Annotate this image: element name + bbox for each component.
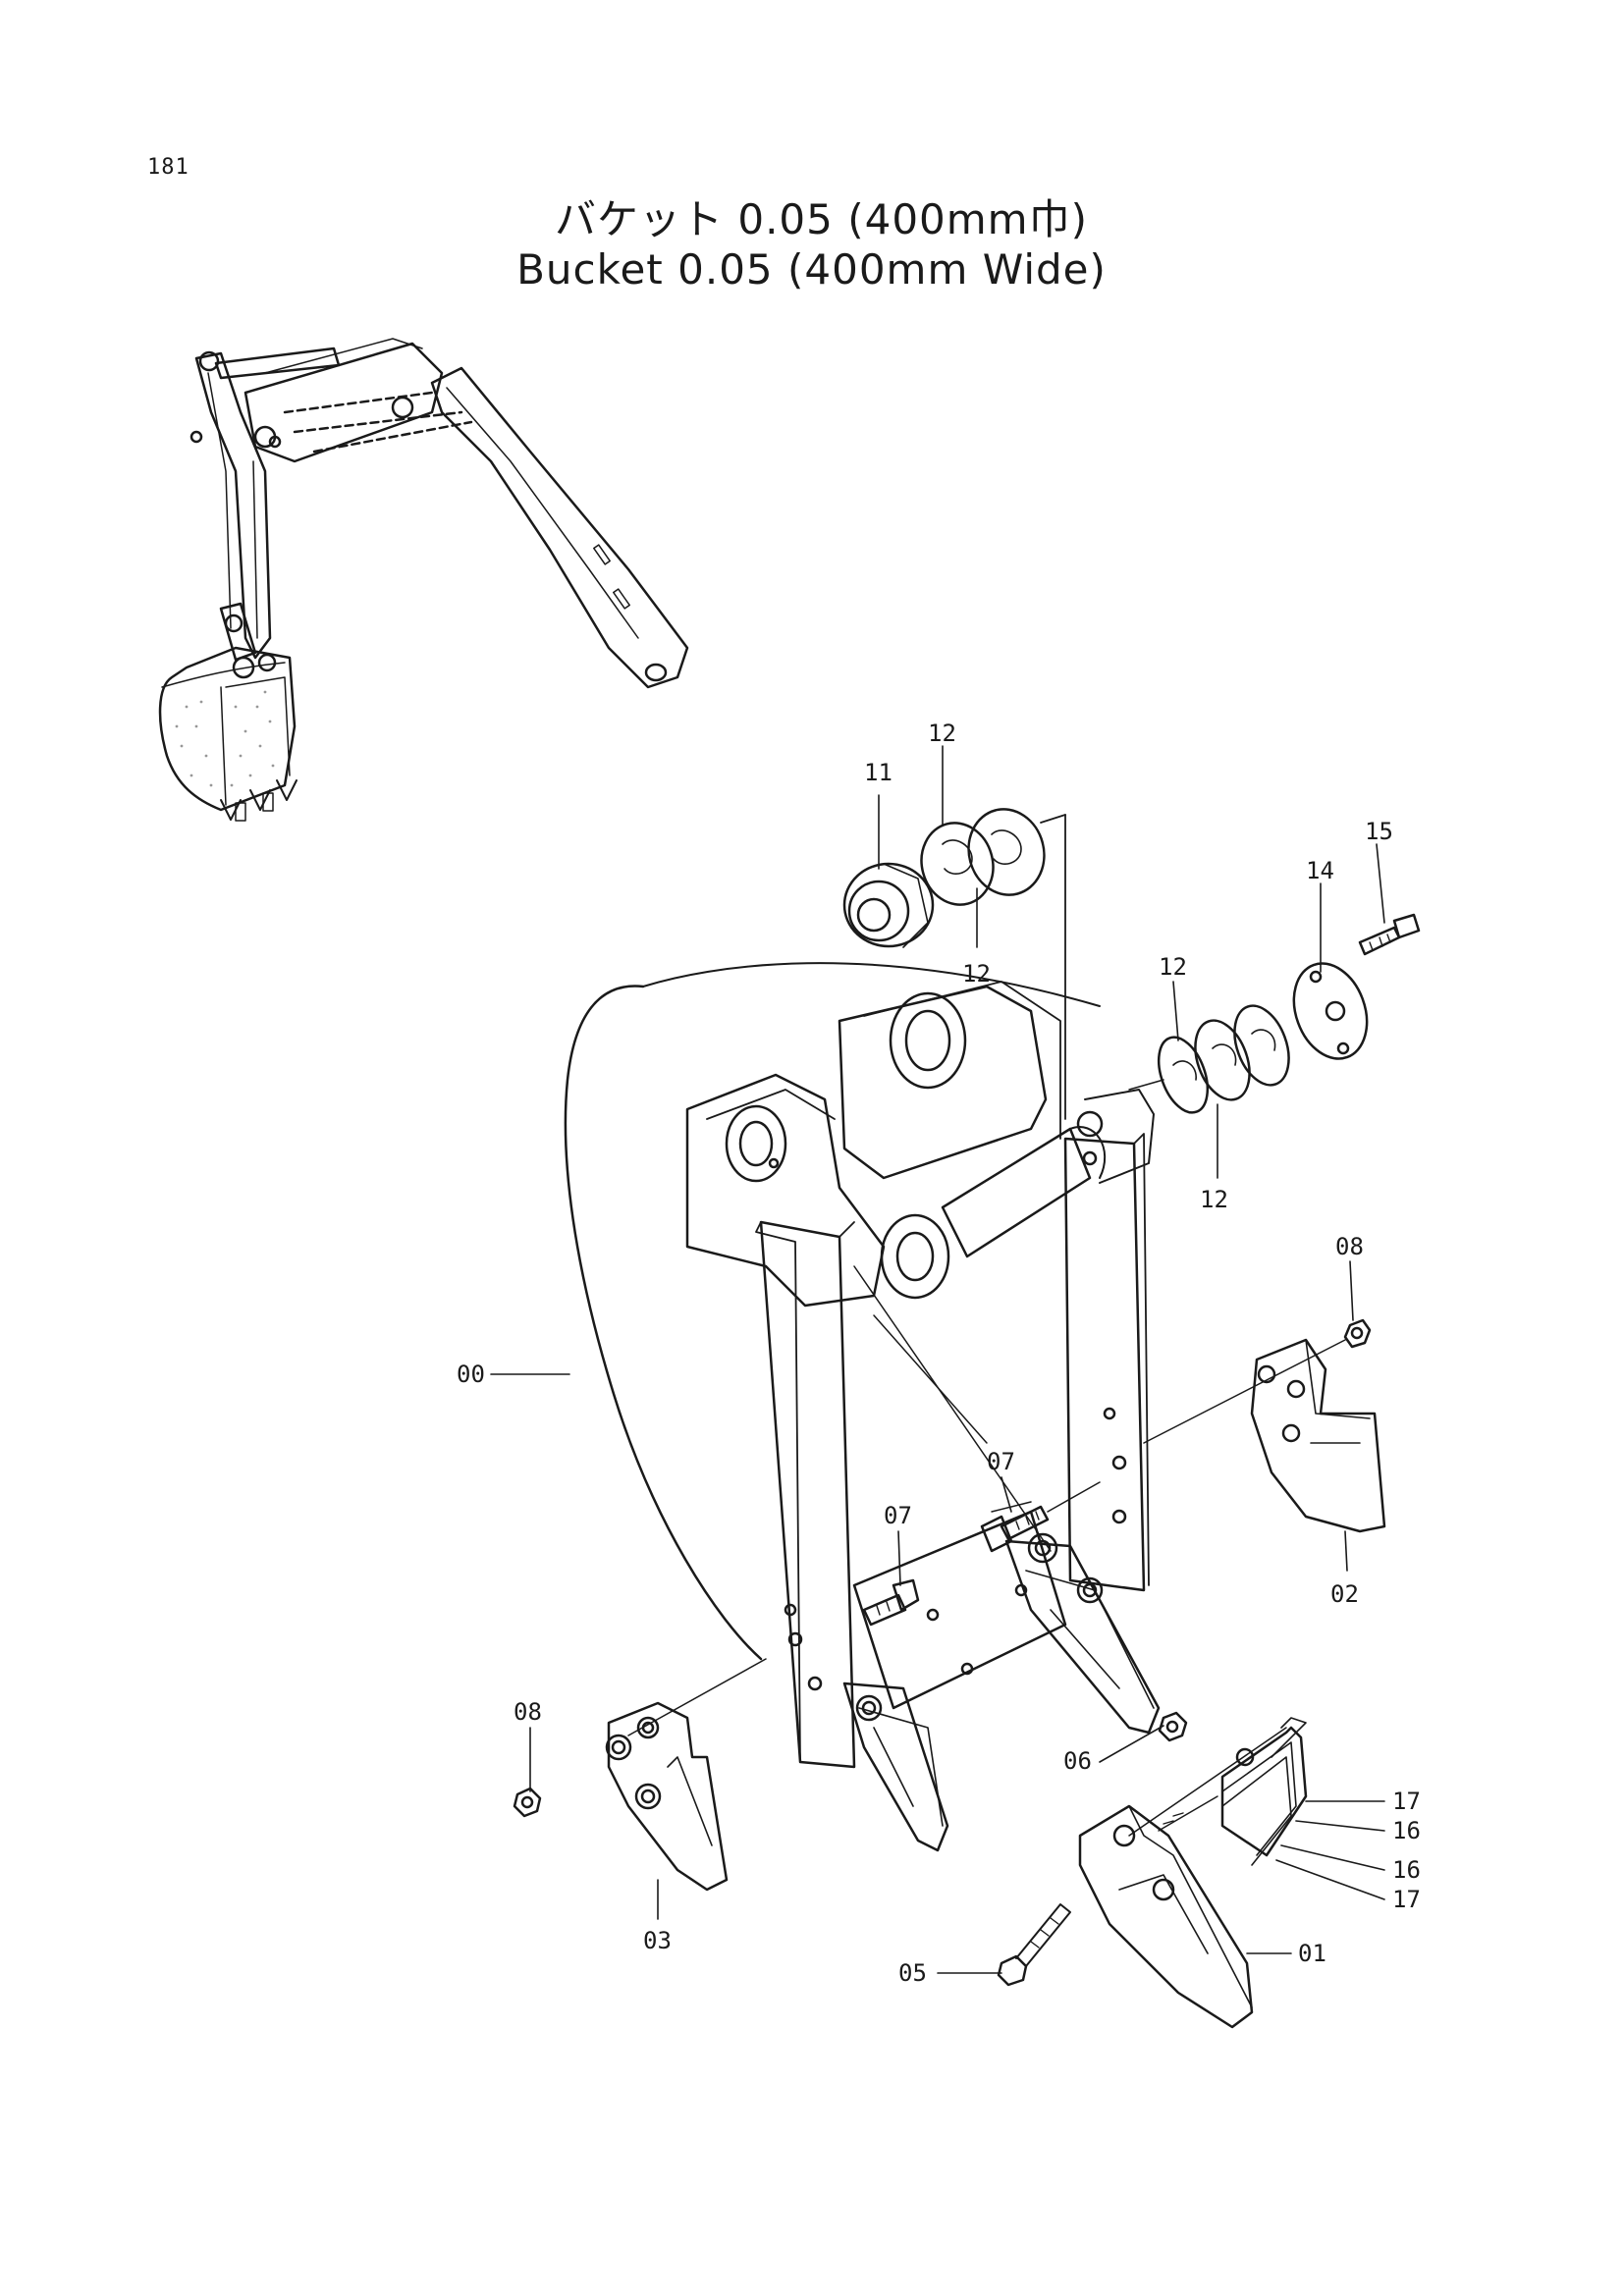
bucket-body — [564, 814, 1155, 1769]
excavator-arm-overview — [158, 338, 689, 822]
part-07-bolt-upper — [980, 1481, 1101, 1553]
callout-17-bottom: 17 — [1392, 1886, 1421, 1913]
callout-01: 01 — [1298, 1940, 1326, 1967]
part-12-shims-right — [1128, 1004, 1290, 1114]
callout-12-right-top: 12 — [1159, 953, 1187, 981]
part-01-tooth-loose — [1078, 1727, 1287, 2029]
callout-08-left: 08 — [514, 1698, 542, 1726]
callout-16-top: 16 — [1392, 1817, 1421, 1844]
part-07-bolt-lower — [862, 1578, 920, 1627]
callout-06: 06 — [1063, 1747, 1092, 1775]
page-title-english: Bucket 0.05 (400mm Wide) — [516, 245, 1107, 294]
leader-lines — [490, 745, 1385, 1974]
page-title-japanese: バケット 0.05 (400mm巾) — [555, 195, 1088, 243]
part-08-nut-left — [513, 1787, 542, 1818]
callout-03: 03 — [643, 1927, 672, 1954]
part-12-shims-upper — [920, 808, 1046, 906]
callout-00: 00 — [457, 1361, 485, 1388]
part-11-bushing — [842, 862, 935, 948]
part-03-side-cutter-left — [605, 1658, 767, 1892]
callout-12-right-bottom: 12 — [1200, 1186, 1228, 1213]
page-number: 181 — [147, 155, 189, 180]
callout-12-top: 12 — [928, 720, 956, 747]
part-02-side-cutter-right — [1250, 1338, 1386, 1533]
callout-07-lower: 07 — [884, 1502, 912, 1529]
callout-02: 02 — [1330, 1580, 1359, 1608]
part-08-nut-right — [1143, 1318, 1372, 1444]
part-14-washer-plate — [1292, 962, 1369, 1060]
part-06-nut — [1158, 1711, 1188, 1742]
callout-08-right: 08 — [1335, 1233, 1364, 1260]
bucket-teeth-mounted — [842, 1501, 1161, 1852]
callout-15: 15 — [1365, 818, 1393, 845]
callout-17-top: 17 — [1392, 1788, 1421, 1815]
callout-16-bottom: 16 — [1392, 1856, 1421, 1884]
callout-12-mid: 12 — [962, 960, 991, 988]
part-15-bolt — [1358, 913, 1421, 956]
callout-11: 11 — [864, 759, 893, 786]
part-05-bolt — [997, 1903, 1071, 1987]
callout-07-upper: 07 — [987, 1448, 1015, 1475]
callout-05: 05 — [898, 1959, 927, 1987]
callout-labels: 00 11 12 12 12 12 14 15 08 02 07 07 08 0… — [457, 720, 1421, 1987]
part-16-17-adapter-plates — [1158, 1717, 1308, 1866]
callout-14: 14 — [1306, 857, 1334, 884]
